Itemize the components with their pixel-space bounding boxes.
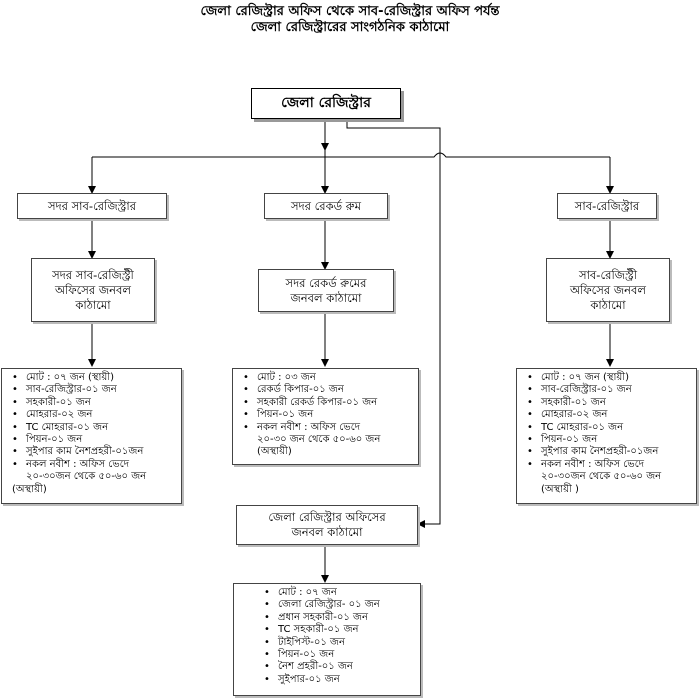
list-item: মোহরার-০২ জন [527, 409, 692, 422]
list-item: সুইপার কাম নৈশপ্রহরী-০১জন [527, 446, 692, 459]
left-sub-line-3: কাঠামো [75, 297, 111, 312]
middle-branch-title-box: সদর রেকর্ড রুম [264, 193, 388, 219]
middle-staff-list: মোট : ০৩ জন রেকর্ড কিপার-০১ জন সহকারী রে… [232, 368, 419, 465]
list-item: TC মোহরার-০১ জন [12, 422, 177, 435]
list-item: রেকর্ড কিপার-০১ জন [243, 384, 414, 397]
list-item: নকল নবীশ : অফিস ভেদে [12, 459, 177, 472]
left-branch-title: সদর সাব-রেজিস্ট্রার [47, 198, 137, 213]
list-item: মোহরার-০২ জন [12, 409, 177, 422]
chart-title-line-1: জেলা রেজিস্ট্রার অফিস থেকে সাব-রেজিস্ট্র… [200, 4, 500, 19]
list-item: মোট : ০৭ জন (স্থায়ী) [12, 372, 177, 385]
list-item: সাব-রেজিস্ট্রার-০১ জন [12, 384, 177, 397]
right-sub-line-3: কাঠামো [590, 297, 626, 312]
list-item: মোট : ০৩ জন [243, 372, 414, 385]
list-item: নকল নবীশ : অফিস ভেদে [527, 459, 692, 472]
left-sub-line-2: অফিসের জনবল [55, 282, 131, 297]
list-item: সাব-রেজিস্ট্রার-০১ জন [527, 384, 692, 397]
middle-branch-title: সদর রেকর্ড রুম [291, 198, 361, 213]
chart-title-line-2: জেলা রেজিস্ট্রারের সাংগঠনিক কাঠামো [250, 20, 450, 35]
list-item: TC সহকারী-০১ জন [264, 624, 416, 637]
list-item: ২০-৩০জন থেকে ৫০-৬০ জন [26, 471, 147, 483]
right-sub-line-2: অফিসের জনবল [570, 282, 646, 297]
list-item: সহকারী-০১ জন [12, 397, 177, 410]
list-item: সহকারী-০১ জন [527, 397, 692, 410]
district-office-structure-box: জেলা রেজিস্ট্রার অফিসের জনবল কাঠামো [236, 505, 418, 545]
list-item: ২০-৩০জন থেকে ৫০-৬০ জন [541, 471, 662, 483]
root-label: জেলা রেজিস্ট্রার [281, 95, 371, 111]
right-sub-line-1: সাব-রেজিস্ট্রী [578, 267, 638, 282]
district-sub-line-2: জনবল কাঠামো [291, 525, 363, 539]
left-branch-title-box: সদর সাব-রেজিস্ট্রার [17, 193, 167, 219]
district-sub-line-1: জেলা রেজিস্ট্রার অফিসের [268, 510, 386, 524]
list-item: পিয়ন-০১ জন [12, 434, 177, 447]
root-district-registrar-box: জেলা রেজিস্ট্রার [251, 88, 401, 119]
list-item: সহকারী রেকর্ড কিপার-০১ জন [243, 397, 414, 410]
left-staff-list: মোট : ০৭ জন (স্থায়ী) সাব-রেজিস্ট্রার-০১… [1, 368, 182, 504]
list-item: পিয়ন-০১ জন [243, 409, 414, 422]
list-item: পিয়ন-০১ জন [264, 649, 416, 662]
list-item: পিয়ন-০১ জন [527, 434, 692, 447]
right-branch-title: সাব-রেজিস্ট্রার [574, 198, 640, 213]
list-item: সুইপার কাম নৈশপ্রহরী-০১জন [12, 446, 177, 459]
list-tail: (অস্থায়ী) [12, 483, 47, 495]
middle-sub-line-2: জনবল কাঠামো [290, 290, 362, 305]
right-branch-title-box: সাব-রেজিস্ট্রার [557, 193, 657, 219]
district-staff-list: মোট : ০৭ জন জেলা রেজিস্ট্রার- ০১ জন প্রধ… [233, 583, 421, 696]
list-item: জেলা রেজিস্ট্রার- ০১ জন [264, 599, 416, 612]
list-tail: (অস্থায়ী) [257, 446, 292, 458]
list-tail: (অস্থায়ী ) [541, 483, 579, 495]
middle-sub-line-1: সদর রেকর্ড রুমের [285, 275, 367, 290]
list-item: মোট : ০৭ জন [264, 587, 416, 600]
list-item: নৈশ প্রহরী-০১ জন [264, 661, 416, 674]
middle-staff-structure-box: সদর রেকর্ড রুমের জনবল কাঠামো [258, 269, 394, 312]
right-staff-structure-box: সাব-রেজিস্ট্রী অফিসের জনবল কাঠামো [546, 258, 670, 322]
left-sub-line-1: সদর সাব-রেজিস্ট্রী [52, 267, 134, 282]
list-item: টাইপিস্ট-০১ জন [264, 637, 416, 650]
right-staff-list: মোট : ০৭ জন (স্থায়ী) সাব-রেজিস্ট্রার-০১… [516, 368, 697, 504]
list-item: TC মোহরার-০১ জন [527, 422, 692, 435]
list-item: মোট : ০৭ জন (স্থায়ী) [527, 372, 692, 385]
list-item: ২০-৩০ জন থেকে ৫০-৬০ জন [257, 434, 381, 446]
list-item: নকল নবীশ : অফিস ভেদে [243, 422, 414, 435]
list-item: সুইপার-০১ জন [264, 674, 416, 687]
list-item: প্রধান সহকারী-০১ জন [264, 612, 416, 625]
left-staff-structure-box: সদর সাব-রেজিস্ট্রী অফিসের জনবল কাঠামো [31, 258, 155, 322]
